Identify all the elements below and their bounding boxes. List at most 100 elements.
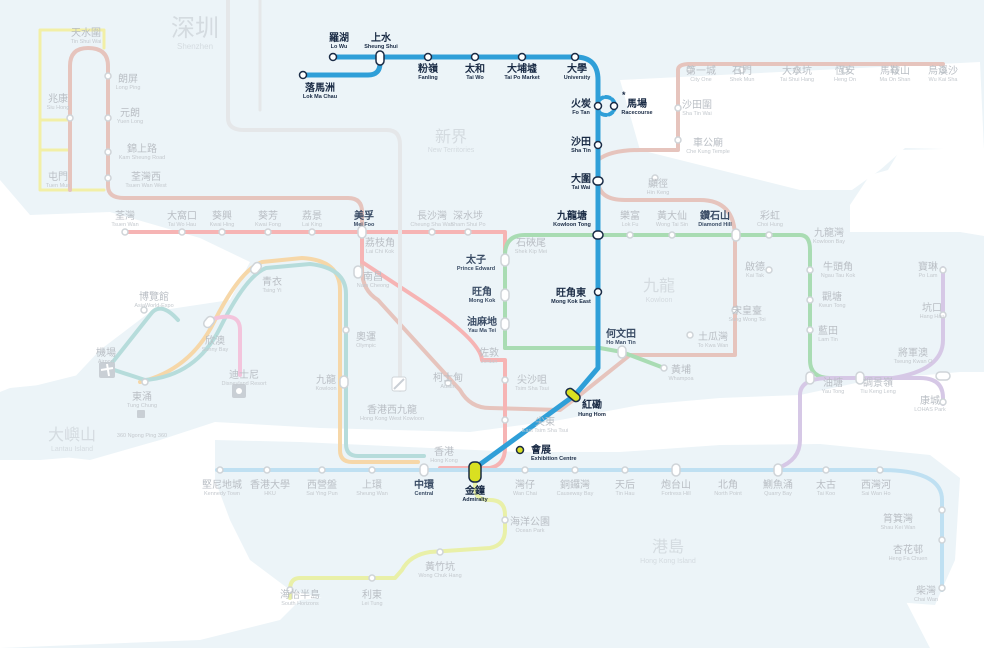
station-label-ngong-ping: 360 Ngong Ping 360 <box>117 433 167 439</box>
disneyland-resort-en: Disneyland Resort <box>222 381 267 387</box>
tin-hau-en: Tin Hau <box>615 491 634 497</box>
quarry-bay-zh: 鰂魚涌 <box>763 478 793 491</box>
north-point-zh: 北角 <box>718 479 738 491</box>
island-hong-kong <box>215 440 960 640</box>
marker-university <box>570 52 580 62</box>
station-label-hung-hom: 紅磡 Hung Hom <box>578 398 606 418</box>
station-dot <box>104 148 112 156</box>
fo-tan-zh: 火炭 <box>571 97 591 110</box>
shau-kei-wan-zh: 筲箕灣 <box>883 512 913 525</box>
station-dot <box>342 326 350 334</box>
lai-chi-kok-en: Lai Chi Kok <box>366 249 394 255</box>
sha-tin-wai-en: Sha Tin Wai <box>682 111 711 117</box>
east-tsim-sha-tsui-en: East Tsim Sha Tsui <box>522 428 568 434</box>
station-label-fanling: 粉嶺 Fanling <box>418 62 439 81</box>
wong-chuk-hang-zh: 黃竹坑 <box>425 560 455 573</box>
tai-po-market-zh: 大埔墟 <box>507 62 537 75</box>
disney-glyph <box>236 388 242 394</box>
racecourse-zh: 馬場 <box>627 97 647 110</box>
station-dot <box>428 228 436 236</box>
station-dot <box>66 114 74 122</box>
station-dot <box>765 231 773 239</box>
lok-fu-en: Lok Fu <box>622 222 639 228</box>
wong-tai-sin-en: Wong Tai Sin <box>656 222 688 228</box>
fanling-zh: 粉嶺 <box>418 62 439 75</box>
marker-sha-tin <box>593 140 603 150</box>
tseung-kwan-o-en: Tseung Kwan O <box>894 359 934 365</box>
airport-zh: 機場 <box>96 346 116 359</box>
whampoa-zh: 黃埔 <box>671 363 691 376</box>
central-en: Central <box>415 491 434 497</box>
siu-hong-zh: 兆康 <box>48 92 68 105</box>
station-dot <box>939 66 947 74</box>
jordan-en: Jordan <box>481 359 498 365</box>
airport-en: Airport <box>98 359 115 365</box>
station-dot <box>501 516 509 524</box>
exhibition-centre-zh: 會展 <box>530 443 551 456</box>
wong-chuk-hang-en: Wong Chuk Hang <box>418 573 461 579</box>
mei-foo-zh: 美孚 <box>354 209 374 222</box>
tung-chung-en: Tung Chung <box>127 403 157 409</box>
kai-tak-en: Kai Tak <box>746 273 764 279</box>
interchange-diamond-hill <box>731 228 741 242</box>
ma-on-shan-en: Ma On Shan <box>880 77 911 83</box>
hku-en: HKU <box>264 491 276 497</box>
tsing-yi-en: Tsing Yi <box>263 288 282 294</box>
station-dot <box>501 376 509 384</box>
interchange-central <box>419 463 429 477</box>
station-dot <box>368 466 376 474</box>
marker-racecourse <box>609 101 619 111</box>
olympic-zh: 奧運 <box>356 330 376 343</box>
station-dot <box>686 66 694 74</box>
heng-on-en: Heng On <box>834 77 856 83</box>
interchange-tiu-keng-leng <box>855 371 865 385</box>
district-kowloon-en: Kowloon <box>646 297 673 304</box>
sheung-shui-zh: 上水 <box>371 31 392 44</box>
kwun-tong-zh: 觀塘 <box>822 290 842 303</box>
station-label-kowloon-tong: 九龍塘 Kowloon Tong <box>553 209 591 228</box>
kowloon-bay-zh: 九龍灣 <box>814 226 844 239</box>
station-dot <box>686 331 694 339</box>
kwun-tong-en: Kwun Tong <box>818 303 845 309</box>
tsuen-wan-west-zh: 荃灣西 <box>131 170 161 183</box>
station-label-fo-tan: 火炭 Fo Tan <box>571 97 591 116</box>
interchange-sunny-bay <box>202 315 216 329</box>
wu-kai-sha-en: Wu Kai Sha <box>929 77 959 83</box>
heng-fa-chuen-en: Heng Fa Chuen <box>889 556 928 562</box>
lohas-park-zh: 康城 <box>920 394 940 407</box>
diamond-hill-zh: 鑽石山 <box>700 209 730 222</box>
station-label-tai-wai: 大圍 Tai Wai <box>571 172 591 191</box>
station-label-ho-man-tin: 何文田 Ho Man Tin <box>606 327 636 346</box>
disneyland-resort-line <box>208 314 242 377</box>
long-ping-zh: 朗屏 <box>118 73 138 85</box>
sheung-wan-zh: 上環 <box>362 479 382 491</box>
east-tsim-sha-tsui-zh: 尖東 <box>535 415 555 428</box>
lohas-park-en: LOHAS Park <box>914 407 946 413</box>
cheung-sha-wan-zh: 長沙灣 <box>417 210 447 222</box>
kam-sheung-road-en: Kam Sheung Road <box>119 155 165 161</box>
tai-wai-zh: 大圍 <box>571 172 591 185</box>
yau-tong-en: Yau Tong <box>822 389 845 395</box>
cable-car-icon <box>137 410 145 418</box>
